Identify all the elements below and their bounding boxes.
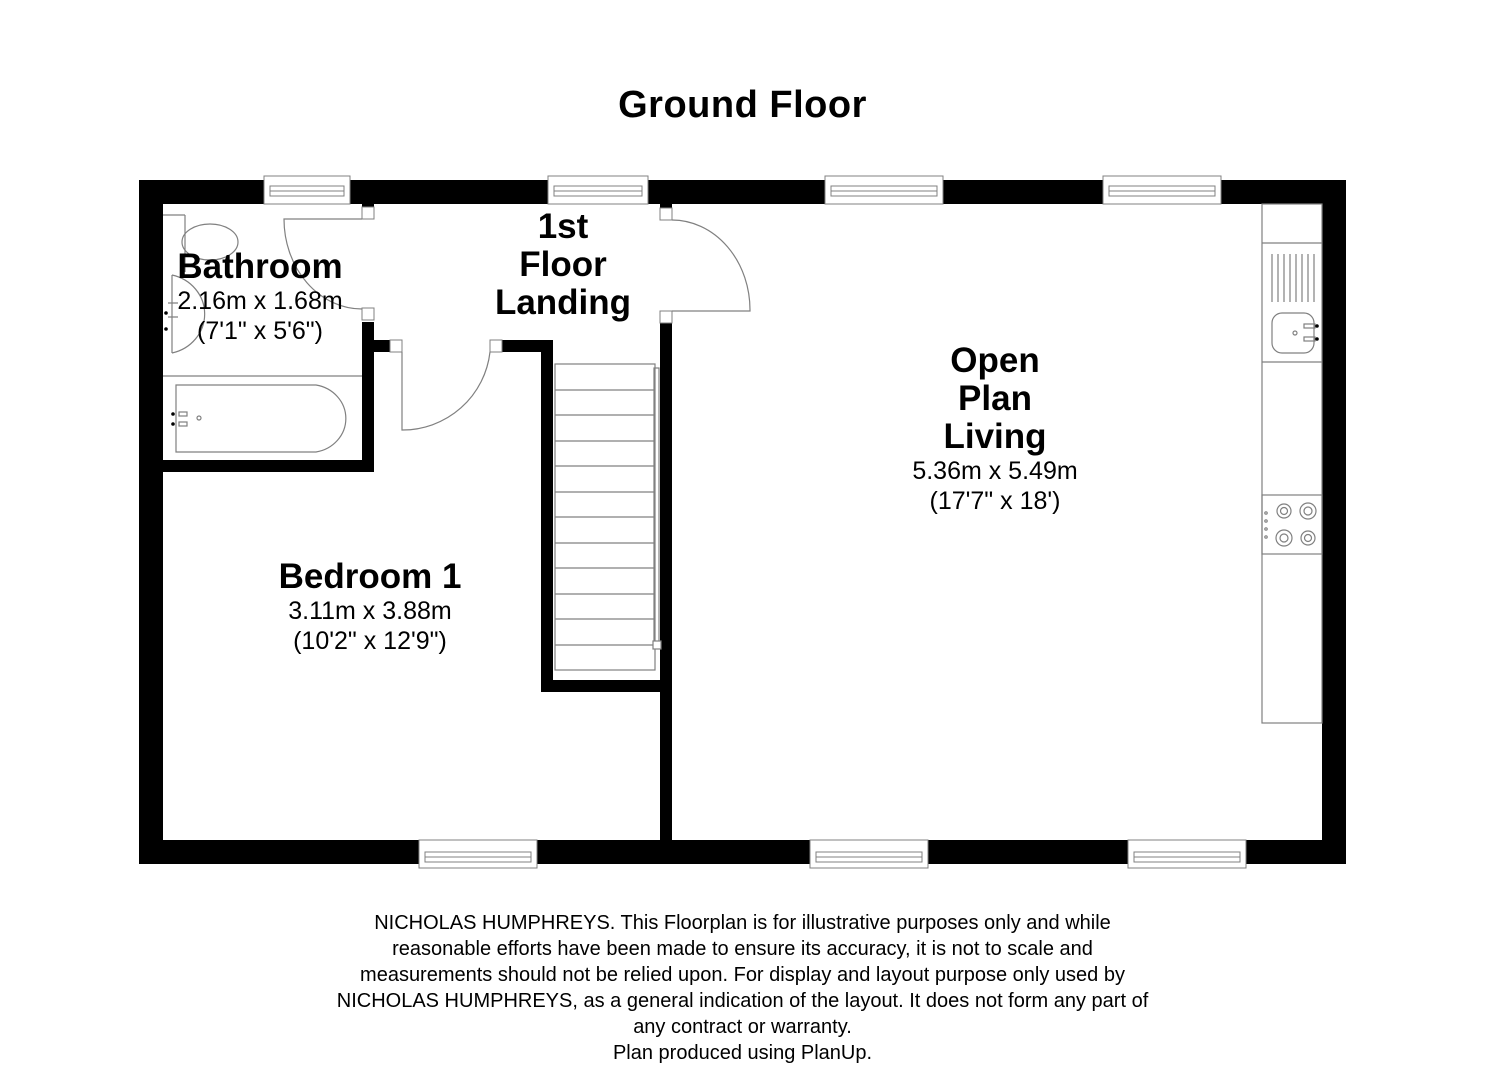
staircase-icon: [554, 363, 662, 671]
interior-walls: [163, 204, 672, 842]
room-name: Bedroom 1: [278, 557, 462, 596]
window-icon: [1127, 839, 1247, 869]
door-swings: [283, 218, 751, 431]
room-dimensions-metric: 2.16m x 1.68m: [177, 287, 343, 315]
window-icon: [809, 839, 929, 869]
room-dimensions-imperial: (7'1" x 5'6"): [197, 317, 323, 345]
disclaimer-line: measurements should not be relied upon. …: [360, 964, 1125, 986]
living-door-icon: [671, 219, 751, 312]
disclaimer: NICHOLAS HUMPHREYS. This Floorplan is fo…: [240, 910, 1245, 1066]
room-label-living: Open Plan Living 5.36m x 5.49m (17'7" x …: [870, 342, 1120, 516]
room-label-bedroom: Bedroom 1 3.11m x 3.88m (10'2" x 12'9"): [245, 558, 495, 656]
disclaimer-line: NICHOLAS HUMPHREYS. This Floorplan is fo…: [374, 912, 1111, 934]
room-name-line: Open: [950, 341, 1040, 380]
disclaimer-line: Plan produced using PlanUp.: [612, 1042, 873, 1064]
bedroom-door-icon: [401, 351, 491, 431]
room-name-line: Plan: [958, 379, 1032, 418]
disclaimer-line: any contract or warranty.: [633, 1016, 852, 1038]
top-windows: [263, 175, 1222, 205]
room-name: Bathroom: [177, 247, 343, 286]
window-icon: [263, 175, 351, 205]
toilet-icon: [163, 214, 239, 272]
kitchen-sink-icon: [1271, 254, 1316, 354]
room-name-line: Floor: [519, 245, 607, 284]
bathroom-fixtures: [163, 214, 362, 453]
floor-title: Ground Floor: [618, 84, 867, 126]
disclaimer-line: reasonable efforts have been made to ens…: [392, 938, 1093, 960]
kitchen-fixtures: [1261, 203, 1323, 724]
bottom-windows: [418, 839, 1247, 869]
room-label-bathroom: Bathroom 2.16m x 1.68m (7'1" x 5'6"): [150, 248, 370, 346]
window-icon: [418, 839, 538, 869]
room-name-line: Living: [943, 417, 1047, 456]
kitchen-worktop: [1261, 203, 1323, 724]
room-dimensions-imperial: (10'2" x 12'9"): [293, 627, 447, 655]
bathroom-door-icon: [283, 218, 363, 310]
window-icon: [824, 175, 944, 205]
basin-icon: [168, 274, 206, 354]
room-dimensions-metric: 5.36m x 5.49m: [912, 457, 1078, 485]
hob-icon: [1261, 494, 1323, 555]
bath-icon: [175, 384, 347, 453]
room-dimensions-metric: 3.11m x 3.88m: [288, 597, 452, 625]
room-name-line: Landing: [494, 283, 632, 322]
room-name-line: 1st: [537, 207, 589, 246]
disclaimer-line: NICHOLAS HUMPHREYS, as a general indicat…: [336, 990, 1149, 1012]
window-icon: [547, 175, 649, 205]
room-label-landing: 1st Floor Landing: [463, 208, 663, 322]
room-dimensions-imperial: (17'7" x 18'): [929, 487, 1061, 515]
door-jambs: [361, 206, 673, 353]
window-icon: [1102, 175, 1222, 205]
